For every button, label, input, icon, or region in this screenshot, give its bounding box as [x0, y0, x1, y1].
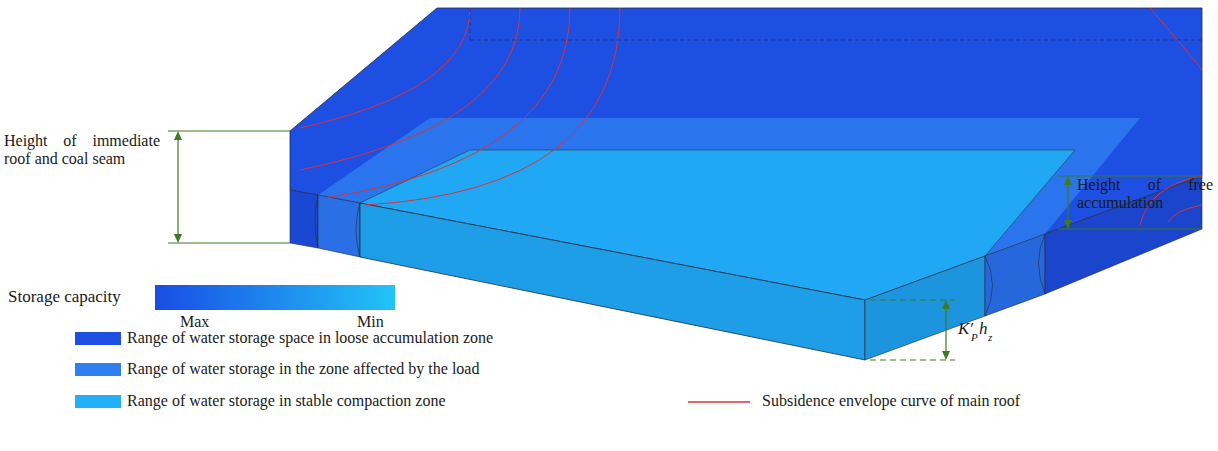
- legend-line-sample: [688, 401, 750, 403]
- dimension-label: Height of immediate roof and coal seam: [4, 132, 160, 169]
- right-load: [985, 234, 1045, 316]
- legend-swatch: [75, 332, 121, 345]
- legend-text: Range of water storage space in loose ac…: [127, 329, 493, 347]
- math-symbol: K′: [958, 319, 973, 339]
- subsidence-curves: [300, 8, 1202, 225]
- legend-text: Range of water storage in stable compact…: [127, 392, 446, 410]
- math-symbol: h: [979, 319, 988, 339]
- bar-title: Storage capacity: [8, 287, 121, 307]
- right-loose: [1045, 176, 1202, 294]
- bar-min-max: Max: [180, 313, 209, 331]
- zone-boundary: [315, 195, 1045, 316]
- dimension-compaction: [870, 300, 955, 360]
- legend-text: Range of water storage in the zone affec…: [127, 360, 479, 378]
- right-compaction: [865, 256, 985, 360]
- legend-text: Subsidence envelope curve of main roof: [762, 392, 1020, 410]
- front-loose: [290, 190, 318, 248]
- hidden-edge: [470, 8, 1202, 40]
- free-height-edge: [290, 131, 1202, 132]
- dimension-label: Height of free accumulation: [1077, 176, 1213, 213]
- math-subscript: P: [971, 331, 978, 344]
- math-subscript: z: [988, 331, 992, 344]
- legend-swatch: [75, 395, 121, 408]
- bar-min-max: Min: [357, 313, 384, 331]
- legend-swatch: [75, 363, 121, 376]
- front-load: [318, 195, 360, 257]
- capacity-gradient-bar: [155, 285, 395, 310]
- dimension-left: [168, 131, 290, 243]
